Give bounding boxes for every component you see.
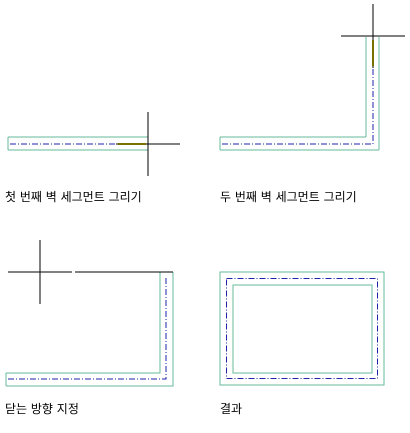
wall-segment-1 [219, 68, 379, 151]
panel-closing-direction [5, 240, 174, 387]
crosshair-cursor [341, 4, 405, 68]
wall-outline [5, 272, 174, 387]
caption-result: 결과 [220, 402, 243, 416]
wall-outline-outer [219, 271, 385, 386]
wall-centerline [226, 278, 378, 379]
wall-centerline [8, 278, 167, 380]
panel-result [219, 271, 385, 386]
crosshair-cursor [116, 112, 180, 176]
crosshair-cursor [8, 240, 72, 304]
panel-first-segment [7, 112, 180, 176]
panel-second-segment [219, 4, 405, 151]
wall-centerline [222, 68, 374, 145]
wall-outline-inner [232, 284, 373, 374]
caption-second-segment: 두 번째 벽 세그먼트 그리기 [220, 190, 357, 204]
caption-closing-direction: 닫는 방향 지정 [5, 402, 79, 416]
caption-first-segment: 첫 번째 벽 세그먼트 그리기 [5, 190, 142, 204]
